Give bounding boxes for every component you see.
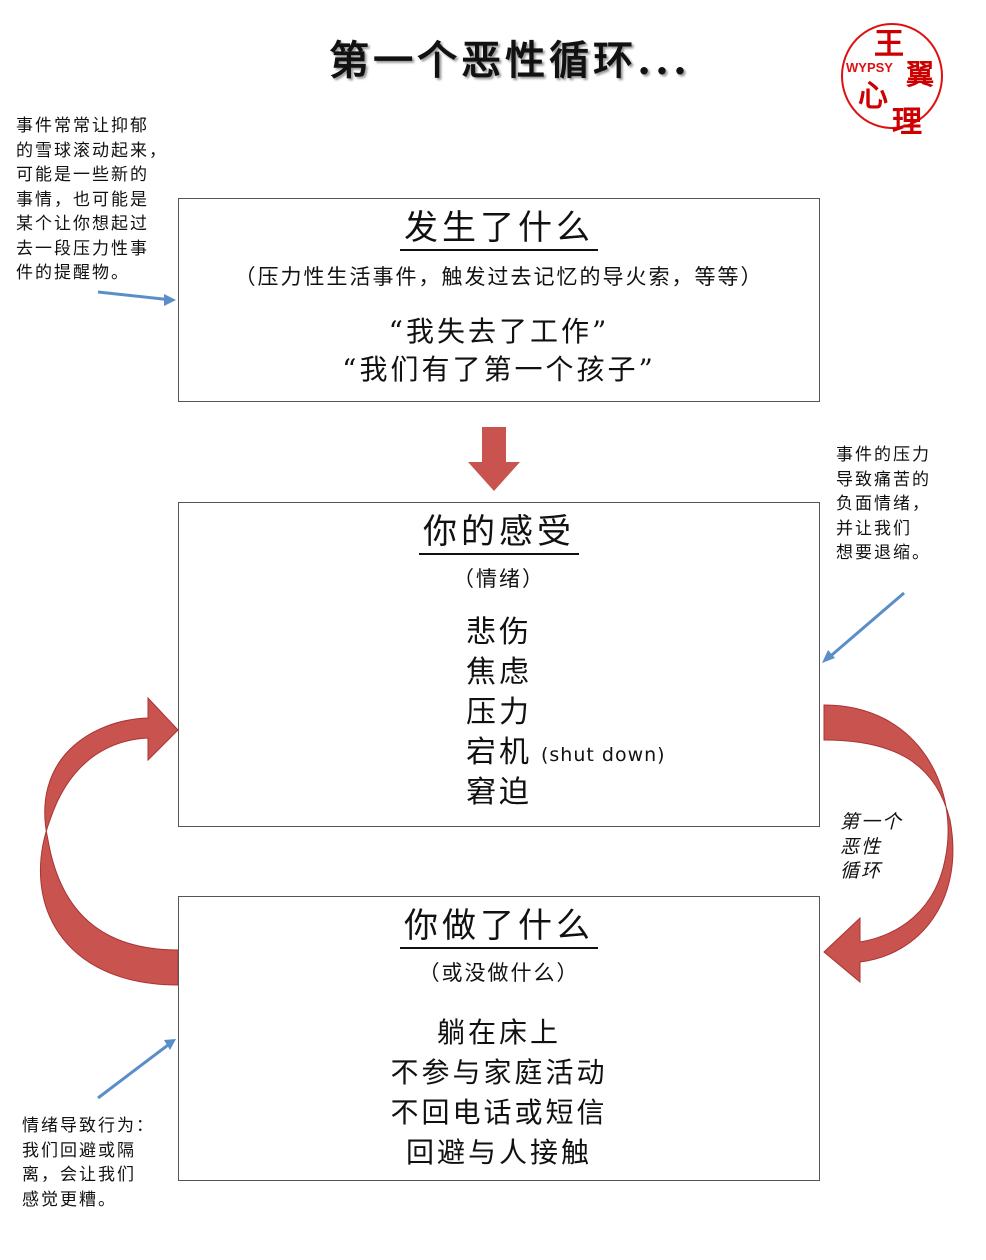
note-line: 第一个 (840, 811, 904, 833)
feeling-item: 焦虑 (466, 655, 532, 690)
actions-heading: 你做了什么 (400, 905, 598, 949)
note-line: 去一段压力性事 (16, 238, 149, 259)
note-arrow-actions-icon (97, 1040, 173, 1100)
svg-text:心: 心 (858, 79, 888, 114)
svg-text:王: 王 (874, 27, 904, 62)
cycle-arrow-right-icon (823, 704, 954, 984)
note-line: 可能是一些新的 (16, 165, 149, 185)
note-arrow-events-icon (97, 290, 173, 302)
actions-box: 你做了什么 （或没做什么） 躺在床上 不参与家庭活动 不回电话或短信 回避与人接… (178, 896, 820, 1181)
events-note: 事件常常让抑郁 的雪球滚动起来， 可能是一些新的 事情，也可能是 某个让你想起过… (16, 114, 168, 286)
note-line: 想要退缩。 (836, 543, 931, 563)
note-line: 件的提醒物。 (16, 263, 130, 283)
note-arrow-feelings-icon (825, 591, 905, 662)
feeling-item: 压力 (466, 695, 532, 730)
note-line: 感觉更糟。 (22, 1189, 117, 1210)
note-line: 循环 (840, 860, 883, 882)
shutdown-note: (shut down) (541, 744, 666, 766)
feelings-note: 事件的压力 导致痛苦的 负面情绪， 并让我们 想要退缩。 (836, 443, 931, 566)
feeling-item: 悲伤 (466, 615, 532, 650)
action-item: 躺在床上 (436, 1016, 561, 1049)
cycle-arrow-left-icon (39, 696, 179, 986)
page-title: 第一个恶性循环... (329, 37, 691, 84)
actions-subtitle: （或没做什么） (418, 961, 580, 985)
events-subtitle: （压力性生活事件，触发过去记忆的导火索，等等） (234, 265, 764, 289)
svg-text:理: 理 (892, 105, 922, 136)
action-item: 回避与人接触 (405, 1136, 592, 1169)
feelings-heading: 你的感受 (419, 511, 579, 555)
note-line: 的雪球滚动起来， (16, 140, 168, 161)
cycle-label: 第一个 恶性 循环 (840, 810, 903, 884)
feelings-box: 你的感受 （情绪） 悲伤 焦虑 压力 宕机 (shut down) 窘迫 (178, 502, 820, 827)
note-line: 事件的压力 (836, 445, 931, 465)
events-heading: 发生了什么 (400, 207, 598, 251)
note-line: 离，会让我们 (22, 1165, 136, 1185)
feeling-item: 宕机 (466, 735, 532, 770)
action-item: 不回电话或短信 (390, 1096, 608, 1129)
svg-text:翼: 翼 (906, 58, 934, 91)
actions-note: 情绪导致行为： 我们回避或隔 离，会让我们 感觉更糟。 (22, 1114, 155, 1212)
note-line: 导致痛苦的 (836, 469, 931, 490)
logo-seal-icon: WYPSY 王 翼 心 理 (841, 23, 943, 136)
note-line: 负面情绪， (836, 494, 931, 514)
note-line: 事件常常让抑郁 (16, 116, 149, 136)
note-line: 并让我们 (836, 518, 912, 539)
feeling-item: 窘迫 (466, 775, 532, 810)
event-example: “我们有了第一个孩子” (342, 353, 656, 386)
note-line: 情绪导致行为： (22, 1116, 155, 1136)
event-example: “我失去了工作” (388, 315, 610, 348)
note-line: 恶性 (840, 835, 883, 858)
logo-text: WYPSY (846, 60, 893, 75)
note-line: 事情，也可能是 (16, 189, 149, 210)
events-box: 发生了什么 （压力性生活事件，触发过去记忆的导火索，等等） “我失去了工作” “… (178, 198, 820, 402)
action-item: 不参与家庭活动 (390, 1056, 608, 1089)
note-line: 我们回避或隔 (22, 1140, 136, 1161)
down-arrow-icon (468, 427, 520, 491)
feelings-subtitle: （情绪） (453, 567, 545, 591)
note-line: 某个让你想起过 (16, 214, 149, 234)
wypsy-logo: WYPSY 王 翼 心 理 (836, 14, 948, 136)
